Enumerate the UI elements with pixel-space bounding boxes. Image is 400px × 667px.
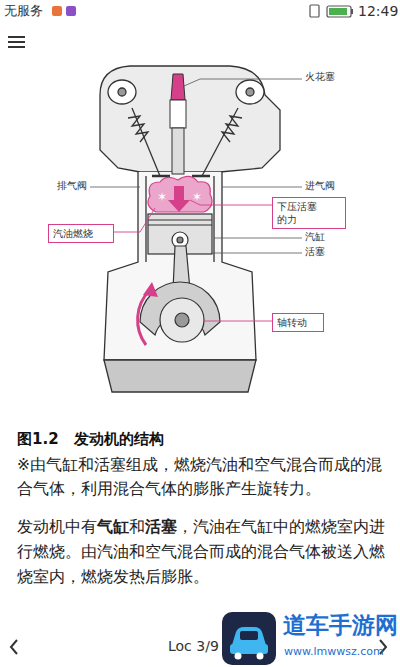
figure-caption: ※由气缸和活塞组成，燃烧汽油和空气混合而成的混合气体，利用混合气体的膨胀产生旋转…: [17, 453, 387, 501]
sim-icon: [310, 5, 319, 17]
body-text: 发动机中有: [17, 517, 97, 536]
leader-line: [113, 200, 272, 321]
body-text: 和: [129, 517, 145, 536]
watermark: 道车手游网: [283, 612, 398, 640]
status-icon: [66, 6, 76, 16]
callout-box: 下压活塞的力: [272, 197, 346, 229]
watermark: www.lmwwsz.com: [284, 645, 384, 658]
leader-line: [90, 79, 302, 253]
menu-icon: [8, 37, 25, 47]
rotation-arrow-head: [143, 282, 158, 297]
part-label: 排气阀: [57, 180, 87, 192]
spark-plug: [170, 74, 186, 174]
callout-text: 下压活塞的力: [277, 200, 321, 226]
battery-level: [329, 8, 347, 15]
clock-text: 12:49: [358, 3, 398, 20]
battery-tip: [351, 9, 353, 14]
combustion-cloud: ✶ ✶: [148, 176, 212, 212]
body-paragraph: 发动机中有气缸和活塞，汽油在气缸中的燃烧室内进行燃烧。由汽油和空气混合而成的混合…: [17, 514, 387, 589]
part-label: 火花塞: [305, 71, 335, 83]
part-label: 汽缸: [305, 231, 325, 243]
part-label: 活塞: [305, 246, 325, 258]
bold-term: 气缸: [97, 517, 129, 536]
rotation-arrow: [138, 290, 150, 345]
engine-body: [100, 66, 280, 392]
figure-title: 图1.2 发动机的结构: [17, 430, 164, 448]
callout-text: 汽油燃烧: [53, 227, 109, 240]
crank: [140, 246, 220, 342]
app-logo: [222, 612, 276, 665]
part-label: 进气阀: [305, 180, 335, 192]
bold-term: 活塞: [145, 517, 177, 536]
status-text: 无服务: [4, 3, 43, 19]
callout-box: 汽油燃烧: [48, 224, 114, 243]
status-icon: [52, 6, 62, 16]
page-location: Loc 3/9: [168, 638, 219, 655]
prev-chevron: [11, 640, 17, 654]
star-symbol: ✶: [157, 190, 167, 204]
battery-icon: [327, 6, 351, 17]
callout-text: 轴转动: [277, 316, 319, 329]
callout-box: 轴转动: [272, 313, 324, 332]
